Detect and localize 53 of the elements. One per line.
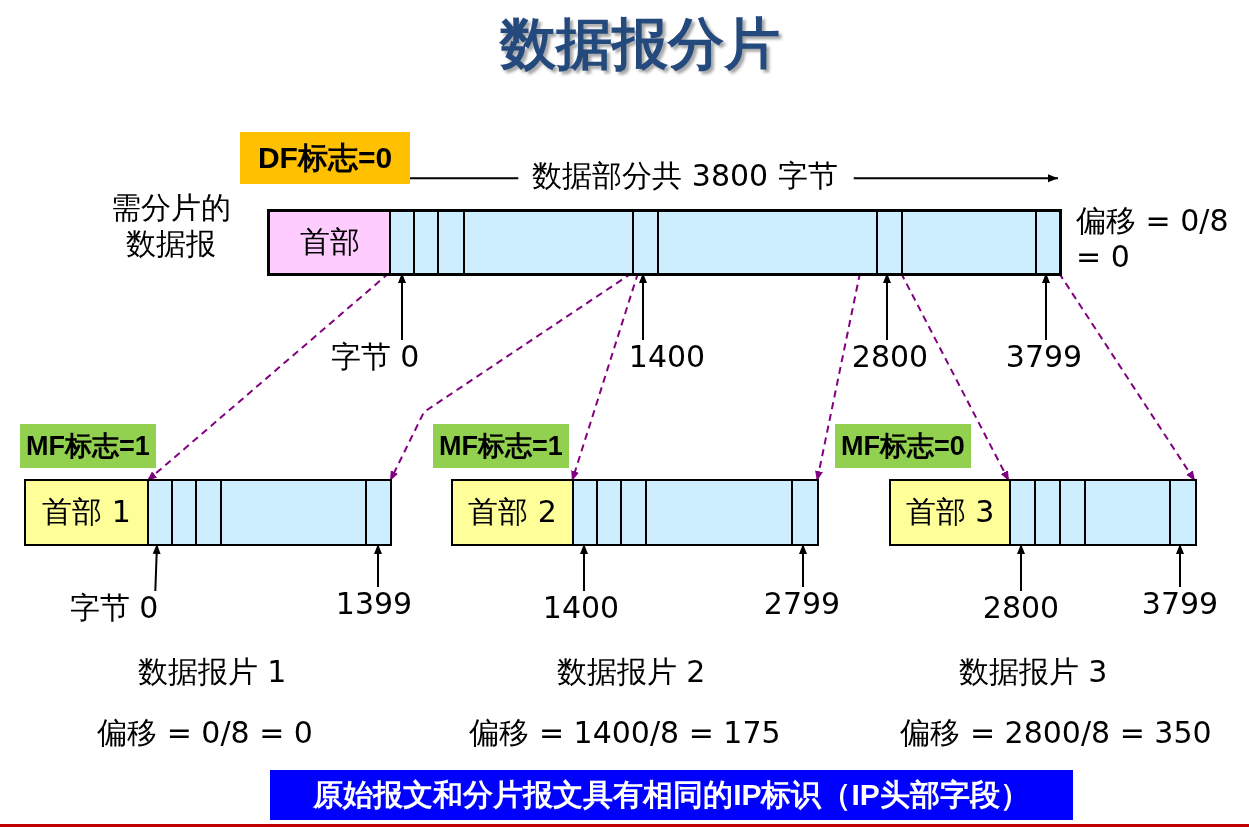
data-cell (1034, 481, 1059, 544)
offset-label: 偏移 = 0/8 = 0 (97, 716, 313, 751)
data-cell (645, 481, 791, 544)
data-cell (596, 481, 620, 544)
data-cell (632, 212, 657, 273)
data-cell (876, 212, 901, 273)
datagram-bar (267, 209, 1062, 276)
fragment-label: 数据报片 3 (958, 655, 1108, 690)
data-cell (413, 212, 437, 273)
data-cell (220, 481, 365, 544)
fragment-bar (451, 479, 819, 546)
data-cell (901, 212, 1035, 273)
leader-arrow (1176, 543, 1184, 588)
offset-label: 偏移 = 1400/8 = 175 (469, 716, 781, 751)
header-cell: 首部 (270, 212, 389, 273)
data-cell (195, 481, 220, 544)
flag-box: MF标志=1 (433, 424, 569, 468)
datagram-label: 需分片的数据报 (110, 190, 232, 262)
data-cell (1059, 481, 1084, 544)
offset-label: 偏移 = 0/8 = 0 (1076, 203, 1230, 275)
flag-box: MF标志=1 (20, 424, 156, 468)
data-cell (365, 481, 390, 544)
fragment-label: 数据报片 2 (556, 655, 706, 690)
leader-arrow (1017, 543, 1025, 592)
data-cell (147, 481, 171, 544)
flag-box: DF标志=0 (240, 132, 410, 184)
header-cell: 首部 1 (26, 481, 147, 544)
data-cell (389, 212, 413, 273)
data-cell (620, 481, 645, 544)
note-banner: 原始报文和分片报文具有相同的IP标识（IP头部字段） (270, 770, 1073, 820)
data-cell (1084, 481, 1169, 544)
leader-arrow (374, 543, 382, 588)
leader-arrow (799, 543, 807, 588)
fragment-label: 数据报片 1 (137, 655, 287, 690)
data-cell (657, 212, 876, 273)
fragment-bar (889, 479, 1197, 546)
fragment-bar (24, 479, 392, 546)
data-cell (171, 481, 195, 544)
data-cell (1035, 212, 1059, 273)
offset-label: 偏移 = 2800/8 = 350 (900, 716, 1212, 751)
data-cell (572, 481, 596, 544)
leader-arrow (152, 543, 161, 592)
title: 数据报分片 (500, 12, 780, 77)
data-cell (791, 481, 817, 544)
flag-box: MF标志=0 (835, 424, 971, 468)
dimension-label: 数据部分共 3800 字节 (532, 159, 838, 194)
header-cell: 首部 3 (891, 481, 1009, 544)
header-cell: 首部 2 (453, 481, 572, 544)
data-cell (1169, 481, 1195, 544)
data-cell (463, 212, 632, 273)
data-cell (437, 212, 463, 273)
data-cell (1009, 481, 1034, 544)
leader-arrow (580, 543, 588, 592)
